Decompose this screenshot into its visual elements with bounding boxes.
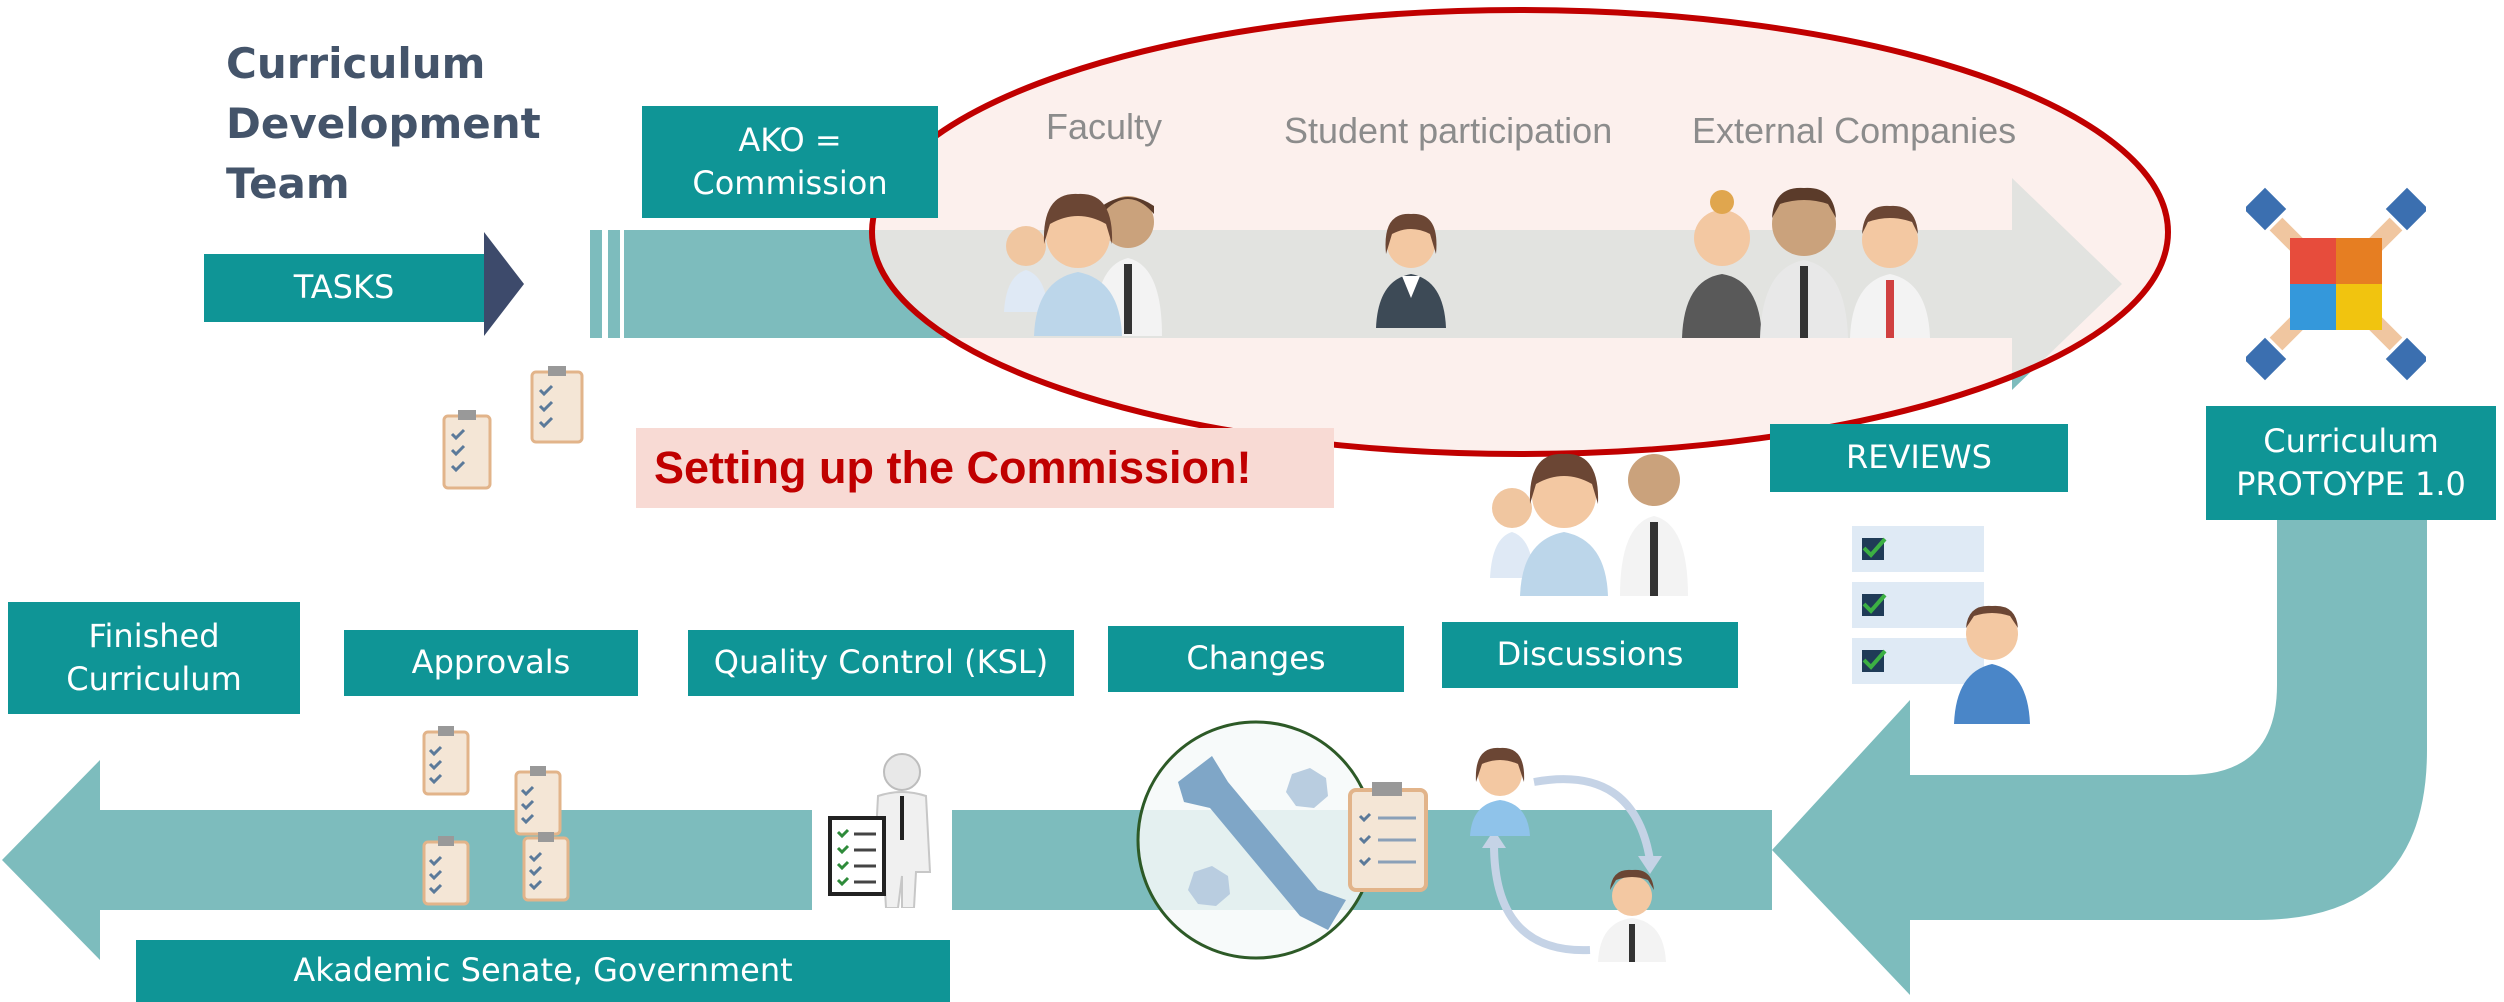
tasks-chevron	[484, 232, 524, 336]
tasks-label: TASKS	[204, 254, 484, 322]
ako-commission-label: AKO = Commission	[642, 106, 938, 218]
discussion-people-icon	[1490, 453, 1688, 596]
commission-highlight-ellipse	[869, 7, 2171, 457]
stripe-1	[590, 230, 602, 338]
bottom-flow-arrowhead	[2, 760, 100, 960]
external-companies-people-icon	[1682, 187, 1930, 338]
u-turn-arrow	[1910, 520, 2427, 920]
businessman-clipboard-icon	[828, 753, 932, 908]
u-turn-arrowhead	[1772, 700, 1910, 995]
senate-label: Akademic Senate, Government	[136, 940, 950, 1002]
group-external-companies: External Companies	[1692, 110, 2017, 151]
approvals-label: Approvals	[344, 630, 638, 696]
quality-control-label: Quality Control (KSL)	[688, 630, 1074, 696]
finished-curriculum-label: Finished Curriculum	[8, 602, 300, 714]
prototype-label: Curriculum PROTOYPE 1.0	[2206, 406, 2496, 520]
commission-callout: Setting up the Commission!	[636, 428, 1334, 508]
puzzle-hands-icon	[2246, 187, 2426, 381]
group-student-participation: Student participation	[1284, 110, 1613, 151]
discussions-label: Discussions	[1442, 622, 1738, 688]
changes-label: Changes	[1108, 626, 1404, 692]
approval-clipboards-icon	[422, 726, 570, 906]
faculty-people-icon	[1004, 193, 1162, 336]
group-faculty: Faculty	[1046, 106, 1163, 147]
review-checklist-icon	[1852, 526, 2030, 724]
student-person-icon	[1376, 213, 1446, 328]
stripe-2	[608, 230, 620, 338]
people-cycle-icon	[1470, 747, 1666, 962]
wrench-gear-icon	[1136, 720, 1428, 960]
clipboard-checklist-icon	[530, 366, 584, 444]
reviews-label: REVIEWS	[1770, 424, 2068, 492]
clipboard-checklist-icon	[442, 410, 492, 490]
page-title: Curriculum Development Team	[226, 39, 541, 208]
